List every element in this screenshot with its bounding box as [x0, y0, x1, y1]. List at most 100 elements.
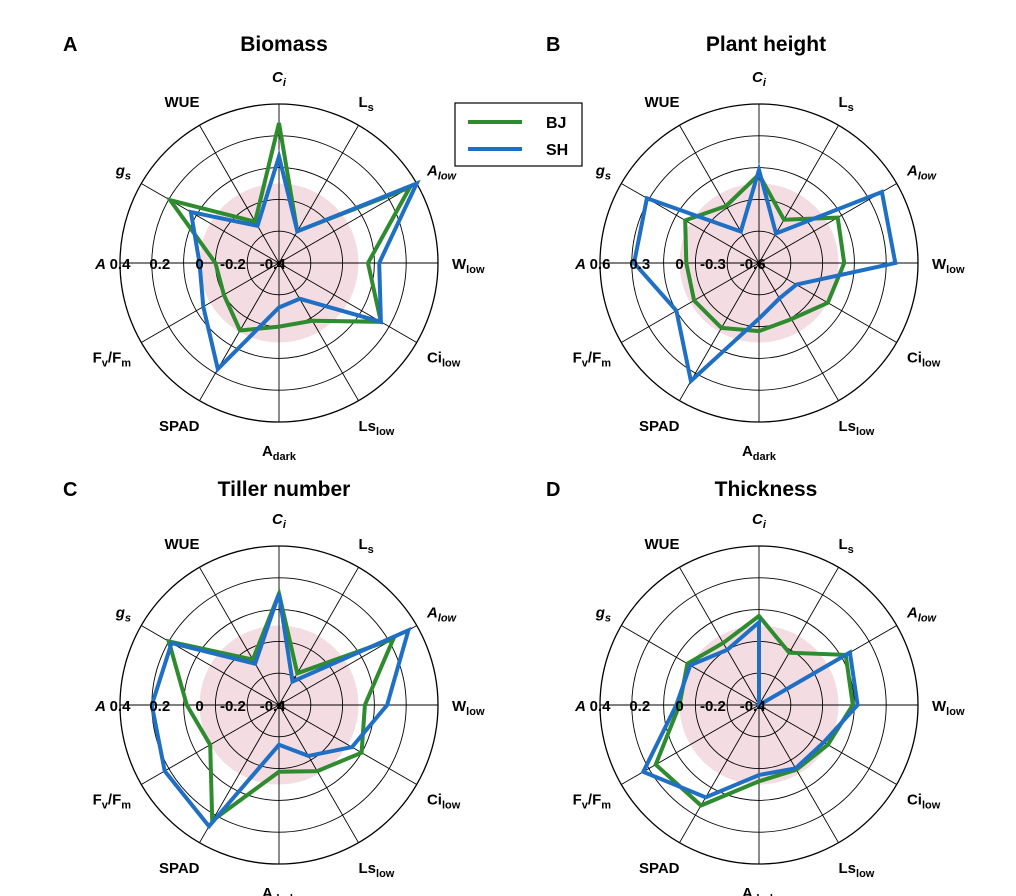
axis-label: Ls: [359, 536, 374, 556]
axis-label: Ci: [272, 511, 287, 531]
legend-label-sh: SH: [546, 142, 568, 159]
axis-label: Wlow: [452, 256, 485, 276]
grid-spoke: [758, 567, 839, 706]
r-tick-label: 0.4: [590, 698, 612, 715]
axis-label: Lslow: [359, 418, 395, 438]
series-sh-line: [149, 593, 412, 830]
axis-label: Cilow: [907, 792, 941, 812]
grid-spoke: [679, 125, 760, 264]
axis-label: Fv/Fm: [93, 350, 132, 370]
series-sh-line: [631, 162, 898, 385]
panel-title: Tiller number: [218, 478, 351, 501]
axis-label: Ci: [752, 511, 767, 531]
grid-spoke: [679, 704, 760, 843]
axis-label: A: [574, 256, 586, 273]
axis-label: Ls: [359, 94, 374, 114]
grid-spoke: [278, 183, 417, 264]
r-tick-label: 0.4: [110, 256, 132, 273]
grid-spoke: [141, 183, 280, 264]
grid-spoke: [141, 625, 280, 706]
radar-plot: -0.4-0.200.20.4CiLsAlowWlowCilowLslowAda…: [93, 69, 485, 463]
legend: BJ SH: [454, 102, 583, 167]
r-tick-label: 0: [675, 256, 683, 273]
panel-title: Biomass: [240, 33, 328, 56]
axis-label: SPAD: [159, 418, 200, 435]
axis-label: Lslow: [359, 860, 395, 880]
axis-label: Fv/Fm: [93, 792, 132, 812]
grid-spoke: [199, 125, 280, 264]
axis-label: WUE: [165, 536, 200, 553]
axis-label: A: [94, 256, 106, 273]
axis-label: Wlow: [452, 698, 485, 718]
r-tick-label: 0.2: [149, 256, 170, 273]
axis-label: Wlow: [932, 698, 965, 718]
axis-label: Adark: [742, 443, 777, 463]
r-tick-label: -0.6: [740, 256, 766, 273]
grid-spoke: [758, 125, 839, 264]
radar-panel-tiller-number: C Tiller number -0.4-0.200.20.4CiLsAlowW…: [63, 478, 485, 896]
grid-spoke: [278, 125, 359, 264]
axis-label: A: [94, 698, 106, 715]
axis-label: Adark: [262, 885, 297, 896]
series-bj-line: [683, 171, 847, 334]
axis-label: gs: [595, 163, 611, 183]
r-tick-label: 0.3: [629, 256, 650, 273]
axis-label: Ls: [839, 94, 854, 114]
axis-label: Ci: [752, 69, 767, 89]
axis-label: SPAD: [639, 860, 680, 877]
axis-label: Fv/Fm: [573, 792, 612, 812]
grid-spoke: [141, 262, 280, 343]
panel-letter: A: [63, 34, 77, 56]
grid-spoke: [278, 704, 417, 785]
axis-label: Alow: [906, 163, 938, 183]
legend-label-bj: BJ: [546, 115, 566, 132]
panel-letter: C: [63, 479, 77, 501]
radar-plot: -0.4-0.200.20.4CiLsAlowWlowCilowLslowAda…: [573, 511, 965, 896]
grid-spoke: [199, 567, 280, 706]
axis-label: Ci: [272, 69, 287, 89]
r-tick-label: 0: [675, 698, 683, 715]
radar-panel-thickness: D Thickness -0.4-0.200.20.4CiLsAlowWlowC…: [546, 478, 965, 896]
axis-label: SPAD: [639, 418, 680, 435]
radar-plot: -0.6 -0.3 0 0.3 0.6 CiLsAlowWlowCilowLslowAda…: [573, 69, 965, 463]
radar-panel-plant-height: B Plant height -0.6-0.300.30.6CiLsAlowWl…: [546, 33, 965, 463]
grid-spoke: [278, 262, 417, 343]
axis-label: Wlow: [932, 256, 965, 276]
legend-box: [454, 102, 583, 167]
axis-label: Fv/Fm: [573, 350, 612, 370]
grid-spoke: [278, 262, 359, 401]
axis-label: Ls: [839, 536, 854, 556]
grid-spoke: [621, 262, 760, 343]
series-sh-line: [188, 149, 421, 373]
r-tick-label: -0.2: [700, 698, 726, 715]
r-tick-label: -0.3: [700, 256, 726, 273]
grid-spoke: [679, 567, 760, 706]
panel-letter: D: [546, 479, 560, 501]
axis-label: gs: [115, 163, 131, 183]
r-tick-label: 0.2: [629, 698, 650, 715]
panel-title: Plant height: [706, 33, 826, 56]
grid-spoke: [758, 262, 839, 401]
axis-label: Adark: [742, 885, 777, 896]
series-sh-line: [640, 617, 860, 800]
r-tick-label: 0.4: [110, 698, 132, 715]
axis-label: Cilow: [427, 350, 461, 370]
axis-label: WUE: [645, 94, 680, 111]
axis-label: Cilow: [907, 350, 941, 370]
panel-title: Thickness: [715, 478, 818, 501]
r-tick-label: -0.4: [260, 256, 287, 273]
r-tick-label: -0.4: [740, 698, 767, 715]
radar-plot: -0.4-0.200.20.4CiLsAlowWlowCilowLslowAda…: [93, 511, 485, 896]
grid-spoke: [758, 704, 839, 843]
axis-label: WUE: [645, 536, 680, 553]
grid-spoke: [278, 704, 359, 843]
r-tick-label: 0: [195, 256, 203, 273]
axis-label: Lslow: [839, 418, 875, 438]
axis-label: WUE: [165, 94, 200, 111]
axis-label: gs: [595, 605, 611, 625]
axis-label: Adark: [262, 443, 297, 463]
r-tick-label: 0.2: [149, 698, 170, 715]
r-tick-label: 0.6: [590, 256, 611, 273]
r-tick-label: -0.2: [220, 698, 246, 715]
